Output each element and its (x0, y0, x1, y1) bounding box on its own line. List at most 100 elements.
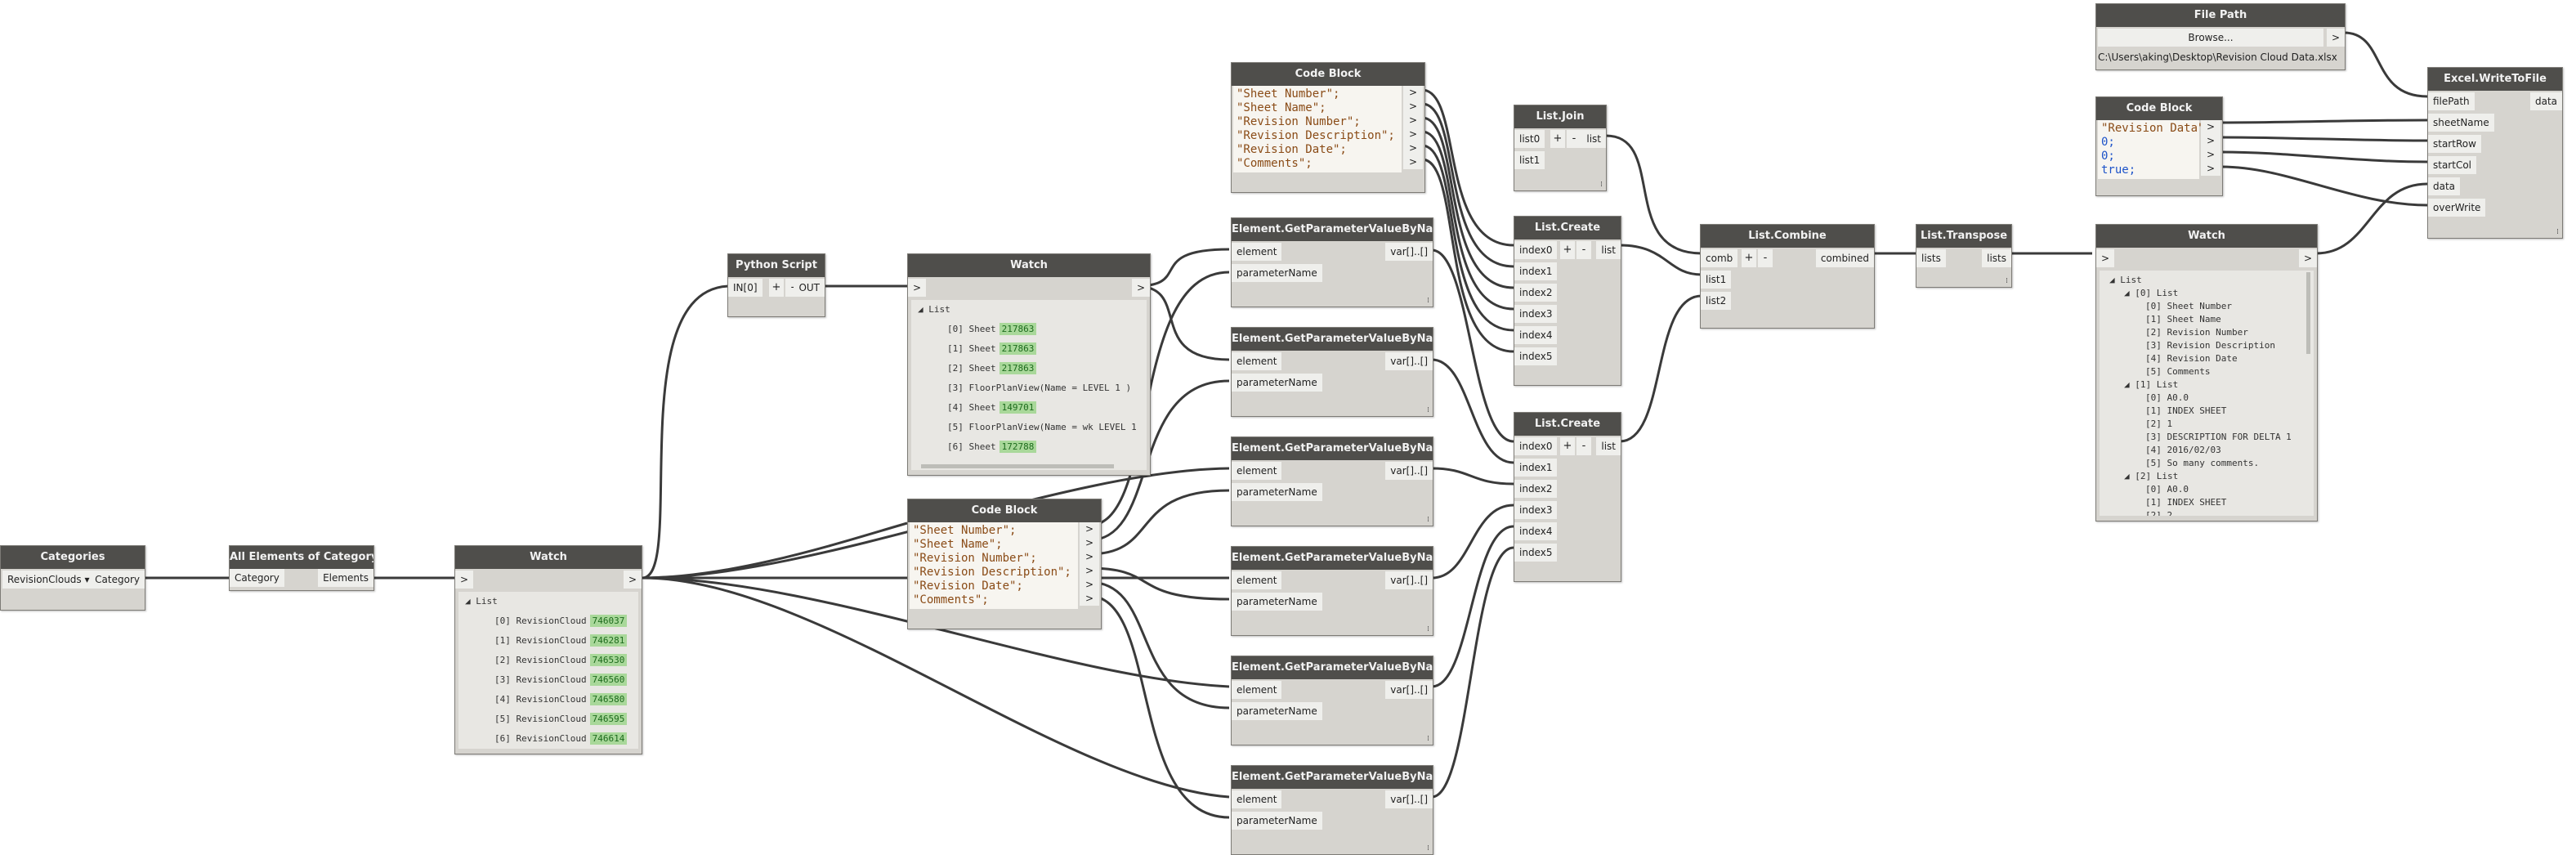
wire[interactable] (642, 284, 731, 580)
wire[interactable] (1431, 525, 1514, 688)
lacing-icon[interactable]: ⁞ (1427, 735, 1429, 743)
output-port-combined[interactable]: combined (1815, 249, 1874, 267)
tree-toggle-icon[interactable]: ◢ (2124, 471, 2130, 481)
lacing-icon[interactable]: ⁞ (2006, 277, 2008, 285)
wire[interactable] (1431, 504, 1514, 580)
input-port-filepath[interactable]: filePath (2428, 92, 2475, 110)
input-port-index0[interactable]: index0 (1514, 241, 1558, 259)
input-port-index5[interactable]: index5 (1514, 347, 1558, 365)
input-port-parametername[interactable]: parameterName (1232, 483, 1322, 501)
code-editor[interactable]: "Sheet Number";"Sheet Name";"Revision Nu… (1233, 86, 1402, 172)
output-port-value[interactable]: var[]..[] (1385, 790, 1433, 808)
remove-input-button[interactable]: - (1758, 249, 1773, 267)
input-port-index1[interactable]: index1 (1514, 459, 1558, 477)
watch-input-port[interactable]: > (455, 571, 474, 589)
wire[interactable] (1421, 144, 1514, 332)
python-script-node[interactable]: Python Script IN[0] + - OUT (727, 253, 825, 317)
wire[interactable] (1619, 294, 1702, 443)
element-id[interactable]: 746595 (589, 713, 628, 725)
wire[interactable] (1421, 130, 1514, 311)
input-port-list0[interactable]: list0 (1514, 130, 1545, 148)
add-input-button[interactable]: + (769, 279, 784, 297)
input-port-in0[interactable]: IN[0] (728, 279, 763, 297)
list-transpose-node[interactable]: List.Transpose lists lists ⁞ (1916, 224, 2012, 288)
lacing-icon[interactable]: ⁞ (1427, 406, 1429, 414)
tree-toggle-icon[interactable]: ◢ (918, 304, 924, 315)
file-path-node[interactable]: File Path Browse... > C:\Users\aking\Des… (2095, 3, 2346, 70)
element-id[interactable]: 746281 (589, 634, 628, 647)
list-combine-node[interactable]: List.Combine comb + - combined list1 lis… (1700, 224, 1875, 329)
element-id[interactable]: 746037 (589, 615, 628, 627)
output-port-data[interactable]: data (2529, 92, 2562, 110)
get-parameter-node-4[interactable]: Element.GetParameterValueByName element … (1231, 546, 1433, 636)
input-port-list1[interactable]: list1 (1701, 271, 1732, 289)
wire[interactable] (1431, 358, 1514, 464)
wire[interactable] (2220, 136, 2428, 142)
wire[interactable] (1088, 566, 1230, 601)
output-port-value[interactable]: var[]..[] (1385, 462, 1433, 480)
code-block-parameters-mid[interactable]: Code Block "Sheet Number";"Sheet Name";"… (907, 499, 1102, 629)
input-port-index1[interactable]: index1 (1514, 262, 1558, 280)
wire[interactable] (1421, 102, 1514, 268)
wire[interactable] (2220, 165, 2428, 207)
input-port-index4[interactable]: index4 (1514, 326, 1558, 344)
input-port-element[interactable]: element (1232, 243, 1282, 261)
categories-node[interactable]: Categories RevisionClouds ◿ ▾ Category (0, 545, 145, 611)
wire[interactable] (1088, 580, 1230, 710)
element-id[interactable]: 149701 (999, 401, 1037, 414)
input-port-overwrite[interactable]: overWrite (2428, 199, 2486, 217)
output-port-value[interactable]: var[]..[] (1385, 352, 1433, 370)
output-port-value[interactable]: var[]..[] (1385, 571, 1433, 589)
watch-output-port[interactable]: > (623, 571, 642, 589)
remove-input-button[interactable]: - (1576, 437, 1591, 455)
input-port-index2[interactable]: index2 (1514, 480, 1558, 498)
get-parameter-node-2[interactable]: Element.GetParameterValueByName element … (1231, 327, 1433, 417)
input-port-list1[interactable]: list1 (1514, 151, 1545, 169)
list-create-node-2[interactable]: List.Create index0 + - list index1 index… (1514, 412, 1621, 582)
output-port-list[interactable]: list (1596, 437, 1621, 455)
input-port-element[interactable]: element (1232, 571, 1282, 589)
watch-output-port[interactable]: > (1131, 279, 1150, 297)
watch-input-port[interactable]: > (2096, 249, 2115, 267)
wire[interactable] (2315, 182, 2428, 255)
element-id[interactable]: 746530 (589, 654, 628, 666)
element-id[interactable]: 746614 (589, 732, 628, 745)
lacing-icon[interactable]: ⁞ (1427, 844, 1429, 853)
output-port-list[interactable]: list (1581, 130, 1606, 148)
input-port-index2[interactable]: index2 (1514, 284, 1558, 302)
output-port-lists[interactable]: lists (1982, 249, 2011, 267)
wire[interactable] (642, 522, 908, 580)
tree-toggle-icon[interactable]: ◢ (2124, 288, 2130, 298)
input-port-parametername[interactable]: parameterName (1232, 593, 1322, 611)
input-port-index0[interactable]: index0 (1514, 437, 1558, 455)
list-join-node[interactable]: List.Join list0 + - list list1 ⁞ (1514, 105, 1607, 191)
input-port-parametername[interactable]: parameterName (1232, 702, 1322, 720)
wire[interactable] (1431, 467, 1514, 486)
output-port-elements[interactable]: Elements (318, 569, 373, 587)
element-id[interactable]: 217863 (999, 323, 1037, 335)
code-editor[interactable]: "Sheet Number";"Sheet Name";"Revision Nu… (910, 522, 1078, 609)
input-port-element[interactable]: element (1232, 790, 1282, 808)
input-port-sheetname[interactable]: sheetName (2428, 114, 2494, 132)
wire[interactable] (2220, 150, 2428, 163)
wire[interactable] (1421, 158, 1514, 353)
get-parameter-node-3[interactable]: Element.GetParameterValueByName element … (1231, 436, 1433, 526)
element-id[interactable]: 217863 (999, 362, 1037, 374)
horizontal-scrollbar[interactable] (921, 464, 1114, 468)
list-create-node-1[interactable]: List.Create index0 + - list index1 index… (1514, 216, 1621, 386)
input-port-list2[interactable]: list2 (1701, 292, 1732, 310)
wire[interactable] (1421, 116, 1514, 289)
all-elements-node[interactable]: All Elements of Category Category Elemen… (229, 545, 374, 591)
input-port-element[interactable]: element (1232, 462, 1282, 480)
get-parameter-node-6[interactable]: Element.GetParameterValueByName element … (1231, 765, 1433, 855)
lacing-icon[interactable]: ⁞ (1427, 297, 1429, 305)
input-port-startrow[interactable]: startRow (2428, 135, 2481, 153)
vertical-scrollbar[interactable] (2306, 272, 2310, 354)
watch-output-port[interactable]: > (2298, 249, 2317, 267)
output-ports[interactable]: >>>> (2201, 120, 2220, 176)
output-ports[interactable]: >>> >>> (1080, 522, 1099, 606)
remove-input-button[interactable]: - (1576, 241, 1591, 259)
wire[interactable] (2343, 31, 2428, 98)
watch-input-port[interactable]: > (908, 279, 927, 297)
